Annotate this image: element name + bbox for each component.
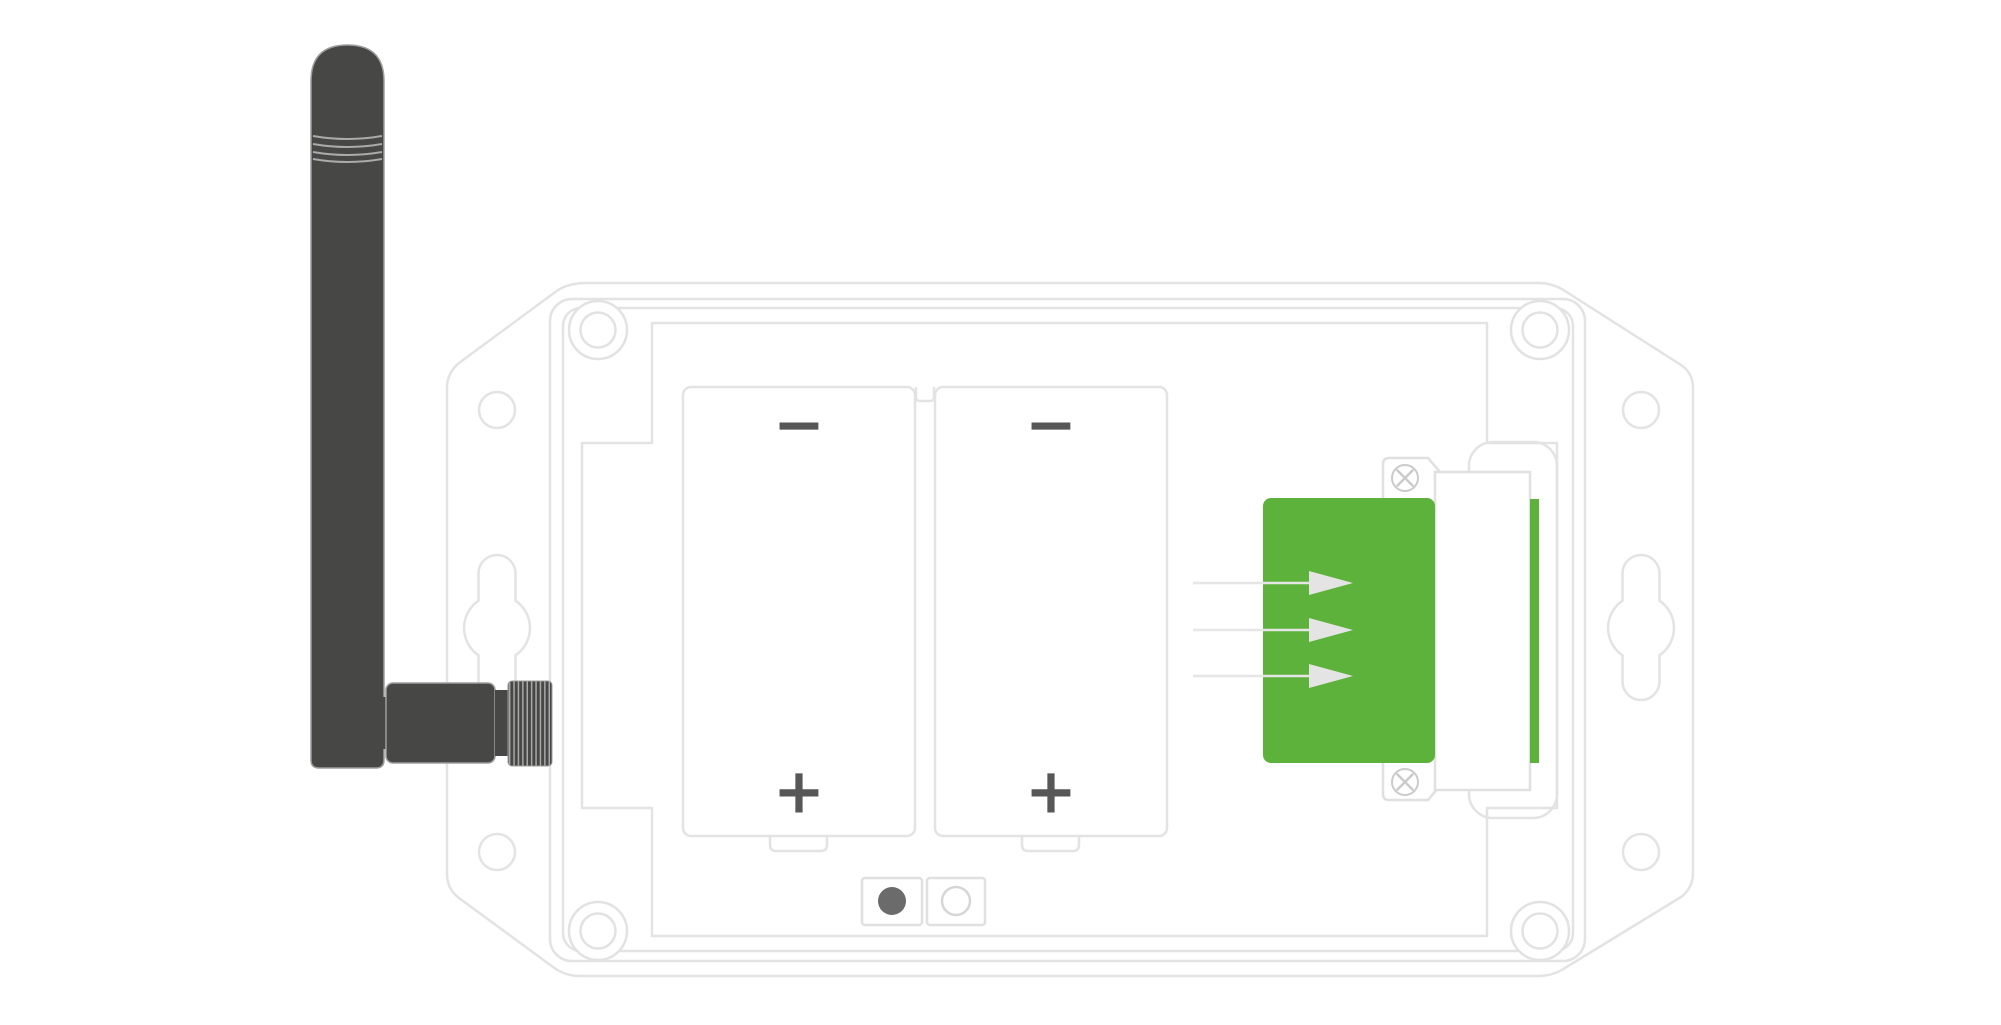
phillips-screw-top: [1391, 464, 1419, 492]
terminal-green-strip: [1530, 499, 1539, 763]
antenna-barrel: [385, 682, 496, 764]
led-indicator: [925, 876, 987, 927]
screw-boss-top-left-inner: [579, 311, 617, 349]
flange-hole-top-right: [1621, 390, 1661, 430]
arrow-icon: [1309, 571, 1353, 595]
screw-cross-icon: [1396, 773, 1414, 791]
enclosure: [445, 281, 1695, 978]
wire-arrow-1: [1193, 571, 1353, 595]
flange-hole-bottom-right: [1621, 832, 1661, 872]
battery-tab: [768, 834, 829, 853]
antenna-ridge-line: [312, 143, 383, 148]
arrow-icon: [1309, 664, 1353, 688]
antenna-ridge-line: [312, 151, 383, 156]
battery-frame-notch: [914, 386, 936, 403]
screw-cross-icon: [1396, 469, 1414, 487]
screw-boss-top-left: [567, 299, 629, 361]
battery-slot-outline: [933, 385, 1169, 838]
battery-tab: [1020, 834, 1081, 853]
terminal-block: [1193, 440, 1559, 820]
screw-boss-bottom-left-inner: [579, 912, 617, 950]
screw-boss-bottom-right-inner: [1521, 912, 1559, 950]
wire-arrow-3: [1193, 664, 1353, 688]
keyhole-slot-left: [462, 553, 532, 702]
battery-slot-2: − +: [933, 385, 1169, 853]
flange-hole-top-left: [477, 390, 517, 430]
antenna-ridge-line: [312, 135, 383, 140]
screw-boss-bottom-right: [1509, 900, 1571, 962]
battery-slot-outline: [681, 385, 917, 838]
screw-boss-top-right: [1509, 299, 1571, 361]
keyhole-slot-right: [1606, 553, 1676, 702]
arrow-icon: [1309, 618, 1353, 642]
lid-seam-outer: [548, 297, 1587, 963]
battery-positive-symbol: +: [1025, 755, 1077, 828]
led-circle: [940, 885, 972, 917]
screw-boss-top-right-inner: [1521, 311, 1559, 349]
battery-positive-symbol: +: [773, 755, 825, 828]
antenna-knurled-nut: [507, 680, 553, 767]
phillips-screw-bottom: [1391, 768, 1419, 796]
button-dot: [878, 887, 906, 915]
battery-slot-1: − +: [681, 385, 917, 853]
antenna-shaft: [310, 44, 385, 769]
flange-hole-bottom-left: [477, 832, 517, 872]
battery-negative-symbol: −: [1025, 388, 1077, 461]
antenna-collar: [495, 690, 509, 756]
wire-arrow-2: [1193, 618, 1353, 642]
antenna: [310, 44, 553, 769]
led-well: [925, 876, 987, 927]
screw-boss-bottom-left: [567, 900, 629, 962]
reset-button: [860, 876, 924, 927]
battery-negative-symbol: −: [773, 388, 825, 461]
enclosure-outline: [445, 281, 1695, 978]
antenna-ridge-line: [312, 158, 383, 163]
lid-seam-inner: [561, 306, 1575, 953]
terminal-connector-body: [1433, 470, 1532, 792]
